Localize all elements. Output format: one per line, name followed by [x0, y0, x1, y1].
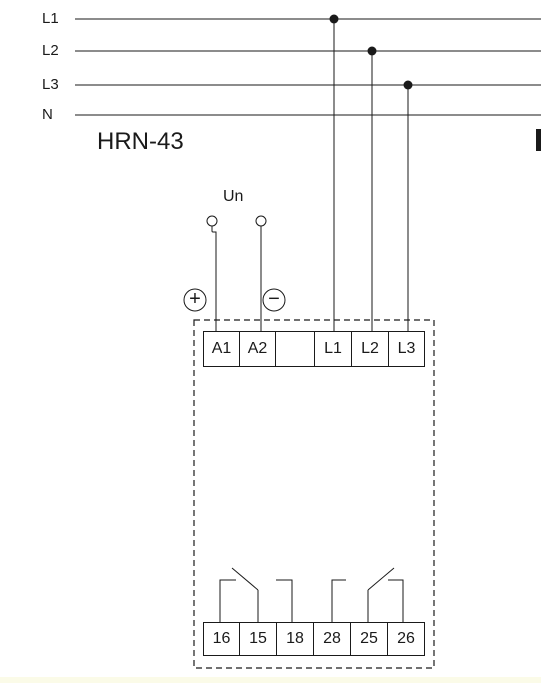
top-terminal-strip: A1 A2 L1 L2 L3: [203, 331, 425, 367]
contact-16-nc: [219, 579, 236, 625]
terminal-l2: L2: [352, 332, 389, 366]
terminal-l3: L3: [397, 340, 416, 357]
device-outline: [193, 319, 435, 669]
minus-symbol: −: [268, 288, 280, 310]
plus-symbol: +: [189, 288, 201, 310]
terminal-25: 25: [351, 623, 388, 655]
terminal-a2: A2: [240, 332, 276, 366]
bottom-edge-strip: [0, 677, 541, 683]
contact-25-switch: [367, 567, 395, 591]
un-terminal-plus: [206, 215, 218, 227]
contact-18-no: [276, 579, 293, 625]
device-title: HRN-43: [97, 128, 184, 155]
terminal-18: 18: [277, 623, 314, 655]
contact-26-no: [388, 579, 404, 625]
line-label-l3: L3: [42, 76, 59, 93]
terminal-28: 28: [314, 623, 351, 655]
supply-voltage-label: Un: [223, 188, 244, 205]
cropped-character: [536, 129, 541, 151]
terminal-15: 15: [240, 623, 277, 655]
un-terminal-minus: [255, 215, 267, 227]
minus-symbol-circle: [262, 288, 286, 312]
line-label-n: N: [42, 106, 53, 123]
plus-symbol-circle: [183, 288, 207, 312]
terminal-a1: A1: [204, 332, 240, 366]
terminal-empty: [276, 332, 315, 366]
line-label-l2: L2: [42, 42, 59, 59]
bottom-terminal-strip: 16 15 18 28 25 26: [203, 622, 425, 656]
terminal-16: 16: [204, 623, 240, 655]
contact-28-nc: [331, 579, 346, 625]
line-label-l1: L1: [42, 10, 59, 27]
contact-15-switch: [231, 567, 259, 591]
terminal-26: 26: [397, 630, 415, 647]
terminal-l1: L1: [315, 332, 352, 366]
wire-a1: [211, 226, 217, 331]
